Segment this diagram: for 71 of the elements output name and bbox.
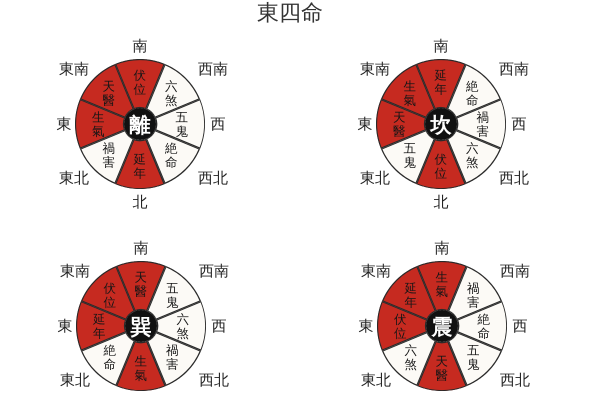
direction-label: 西 (512, 116, 526, 132)
sector-wedge (115, 138, 165, 189)
sector-label: 天醫 (134, 270, 148, 298)
trigram-label: 巽 (130, 316, 152, 336)
sector-label: 生氣 (92, 110, 104, 138)
direction-label: 南 (434, 38, 448, 54)
direction-label: 東北 (361, 372, 391, 388)
sector-wedge (416, 138, 466, 189)
sector-label: 禍害 (102, 141, 116, 169)
sector-label: 六煞 (164, 79, 178, 107)
trigram-label: 坎 (430, 114, 452, 134)
direction-label: 東 (56, 116, 72, 132)
sector-label: 禍害 (466, 281, 480, 309)
direction-label: 東南 (360, 60, 390, 78)
sector-label: 五鬼 (176, 110, 188, 138)
direction-label: 北 (132, 194, 148, 210)
direction-label: 西南 (500, 262, 530, 280)
sector-label: 天醫 (392, 110, 406, 138)
direction-label: 西 (210, 116, 226, 132)
sector-label: 六煞 (176, 312, 190, 340)
sector-label: 禍害 (166, 343, 178, 371)
direction-label: 西北 (199, 372, 229, 388)
direction-label: 東 (358, 116, 372, 132)
direction-label: 西南 (198, 60, 228, 78)
direction-label: 東 (58, 318, 72, 334)
sector-label: 五鬼 (166, 281, 178, 309)
sector-label: 伏位 (104, 281, 116, 309)
direction-label: 東北 (360, 170, 390, 186)
sector-label: 五鬼 (466, 343, 480, 371)
direction-label: 東南 (60, 262, 90, 280)
sector-label: 禍害 (476, 110, 490, 138)
direction-label: 西北 (499, 170, 529, 186)
direction-label: 東北 (59, 170, 89, 186)
sector-wedge (417, 340, 467, 391)
sector-label: 延年 (434, 68, 448, 96)
direction-label: 東南 (59, 60, 89, 78)
sector-label: 生氣 (134, 354, 148, 382)
sector-label: 天醫 (436, 354, 448, 382)
sector-label: 伏位 (434, 152, 448, 180)
sector-label: 絶命 (104, 343, 116, 371)
trigram-label: 離 (130, 114, 150, 134)
direction-label: 東 (358, 318, 374, 334)
direction-label: 東南 (361, 262, 391, 280)
sector-label: 延年 (134, 152, 146, 180)
direction-label: 東北 (60, 372, 90, 388)
title: 東四命 (257, 2, 323, 26)
direction-label: 西北 (198, 170, 228, 186)
sector-label: 天醫 (102, 79, 116, 107)
sector-label: 伏位 (394, 312, 406, 340)
direction-label: 南 (132, 38, 148, 54)
sector-label: 六煞 (466, 141, 478, 169)
sector-label: 生氣 (404, 79, 416, 107)
direction-label: 西 (212, 318, 226, 334)
sector-label: 六煞 (404, 343, 418, 371)
sector-label: 延年 (92, 312, 106, 340)
sector-label: 絶命 (164, 141, 178, 169)
direction-label: 西南 (499, 60, 529, 78)
sector-label: 伏位 (134, 68, 146, 96)
sector-label: 絶命 (466, 79, 478, 107)
sector-label: 五鬼 (404, 141, 416, 169)
sector-wedge (116, 340, 166, 391)
direction-label: 西北 (500, 372, 530, 388)
direction-label: 南 (434, 240, 450, 256)
sector-label: 絶命 (478, 312, 490, 340)
direction-label: 西 (512, 318, 528, 334)
direction-label: 北 (434, 194, 448, 210)
direction-label: 南 (134, 240, 148, 256)
sector-label: 延年 (404, 281, 418, 309)
sector-label: 生氣 (436, 270, 448, 298)
direction-label: 西南 (199, 262, 229, 280)
trigram-label: 震 (432, 316, 452, 336)
